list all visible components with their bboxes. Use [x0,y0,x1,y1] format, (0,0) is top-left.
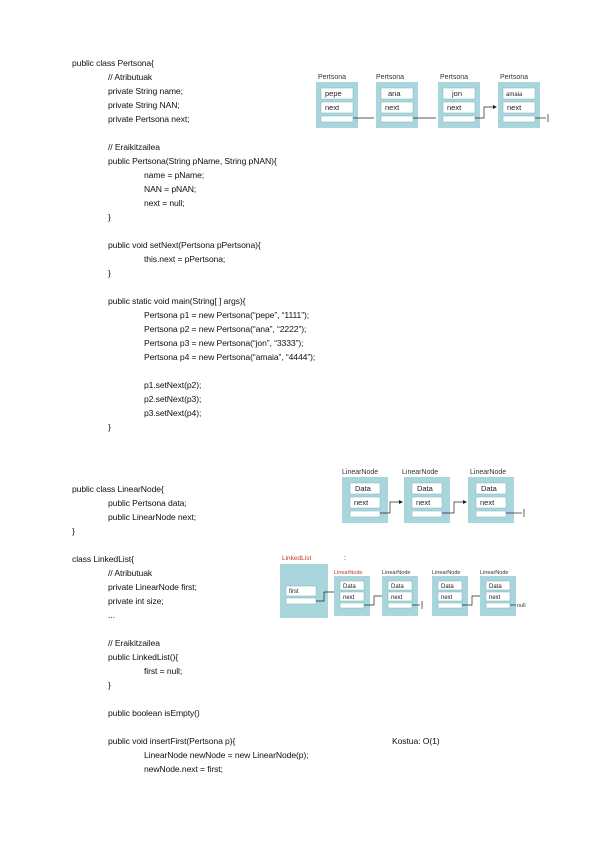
first-arrow [316,591,334,602]
code-line: public class LinearNode{ [72,484,164,494]
code-line: NAN = pNAN; [144,184,197,194]
arrow-3 [475,106,496,119]
code-line: } [108,422,111,432]
code-line: private String NAN; [108,100,180,110]
code-line: this.next = pPertsona; [144,254,226,264]
node-next: next [489,595,501,601]
node-next: next [480,498,495,507]
code-line: class LinkedList{ [72,554,134,564]
linearnode-2: LinearNode Data next [402,469,450,523]
node-data: Data [417,484,434,493]
node-label: Pertsona [440,74,468,81]
node-next: next [447,103,462,112]
node-label: LinearNode [334,570,362,576]
node-next: next [391,595,403,601]
node-data: Data [489,584,502,590]
node-next: next [325,103,340,112]
linearnode-3: LinearNode Data next [468,469,514,523]
code-line: } [108,268,111,278]
code-line: } [72,526,75,536]
arrow-2 [442,501,466,514]
pertsona-node-1: Pertsona pepe next [316,74,358,128]
code-line: Pertsona p4 = new Pertsona(“amaia”, “444… [144,352,316,362]
node-next: next [507,103,522,112]
code-line: // Atributuak [108,568,153,578]
node-next: next [354,498,369,507]
code-line: } [108,212,111,222]
colon-mark: : [344,555,346,562]
node-name: amaia [506,92,523,98]
node-label: Pertsona [500,74,528,81]
code-line: public void setNext(Pertsona pPertsona){ [108,240,261,250]
code-line: p1.setNext(p2); [144,380,202,390]
node-label: Pertsona [318,74,346,81]
code-line: Pertsona p3 = new Pertsona(“jon”, “3333”… [144,338,304,348]
cost-label: Kostua: O(1) [392,736,440,746]
node-label: LinearNode [382,570,410,576]
ll-node-1: LinearNode Data next [334,570,370,616]
code-line: private int size; [108,596,164,606]
pertsona-node-2: Pertsona ana next [376,74,418,128]
code-line: public LinkedList(){ [108,652,179,662]
pertsona-node-4: Pertsona amaia next [498,74,540,128]
null-label: null [517,603,526,609]
code-line: Pertsona p2 = new Pertsona(“ana”, “2222”… [144,324,307,334]
node-data: Data [441,584,454,590]
linearnode-1: LinearNode Data next [342,469,388,523]
code-line: public static void main(String[ ] args){ [108,296,246,306]
node-name: jon [451,89,462,98]
code-line: private LinearNode first; [108,582,197,592]
node-next: next [416,498,431,507]
node-data: Data [481,484,498,493]
node-label: Pertsona [376,74,404,81]
node-label: LinearNode [402,469,438,476]
code-line: name = pName; [144,170,205,180]
code-line: private String name; [108,86,183,96]
linearnode-diagram: LinearNode Data next LinearNode Data nex… [342,469,525,523]
code-line: // Atributuak [108,72,153,82]
node-next: next [385,103,400,112]
node-label: LinearNode [480,570,508,576]
code-line: public Pertsona(String pName, String pNA… [108,156,277,166]
code-line: LinearNode newNode = new LinearNode(p); [144,750,309,760]
node-next: next [441,595,453,601]
linkedlist-diagram: LinkedList : first LinearNode Data next … [280,555,526,618]
node-next: next [343,595,355,601]
code-line: p3.setNext(p4); [144,408,202,418]
code-line: public boolean isEmpty() [108,708,200,718]
pertsona-node-3: Pertsona jon next [438,74,480,128]
node-label: LinearNode [342,469,378,476]
code-line: } [108,680,111,690]
code-line: newNode.next = first; [144,764,223,774]
node-data: Data [355,484,372,493]
code-line: ... [108,610,115,620]
ll-arrow-3 [462,595,480,606]
node-label: LinearNode [470,469,506,476]
ll-node-4: LinearNode Data next [480,570,516,616]
first-label: first [289,589,299,595]
code-line: // Eraikitzailea [108,142,160,152]
arrow-1 [380,501,402,514]
code-line: // Eraikitzailea [108,638,160,648]
code-line: p2.setNext(p3); [144,394,202,404]
code-line: next = null; [144,198,185,208]
code-line: first = null; [144,666,183,676]
ll-node-2: LinearNode Data next [382,570,418,616]
code-line: public void insertFirst(Pertsona p){ [108,736,236,746]
code-line: Pertsona p1 = new Pertsona(“pepe”, “1111… [144,310,310,320]
node-data: Data [391,584,404,590]
code-line: public class Pertsona{ [72,58,154,68]
node-label: LinearNode [432,570,460,576]
node-name: pepe [325,89,342,98]
node-data: Data [343,584,356,590]
node-name: ana [388,89,401,98]
pertsona-list-diagram: Pertsona pepe next Pertsona ana next Per… [316,74,549,128]
code-line: private Pertsona next; [108,114,190,124]
ll-arrow-1 [364,595,382,606]
linkedlist-label: LinkedList [282,555,311,562]
code-line: public Pertsona data; [108,498,187,508]
ll-node-3: LinearNode Data next [432,570,468,616]
code-line: public LinearNode next; [108,512,196,522]
